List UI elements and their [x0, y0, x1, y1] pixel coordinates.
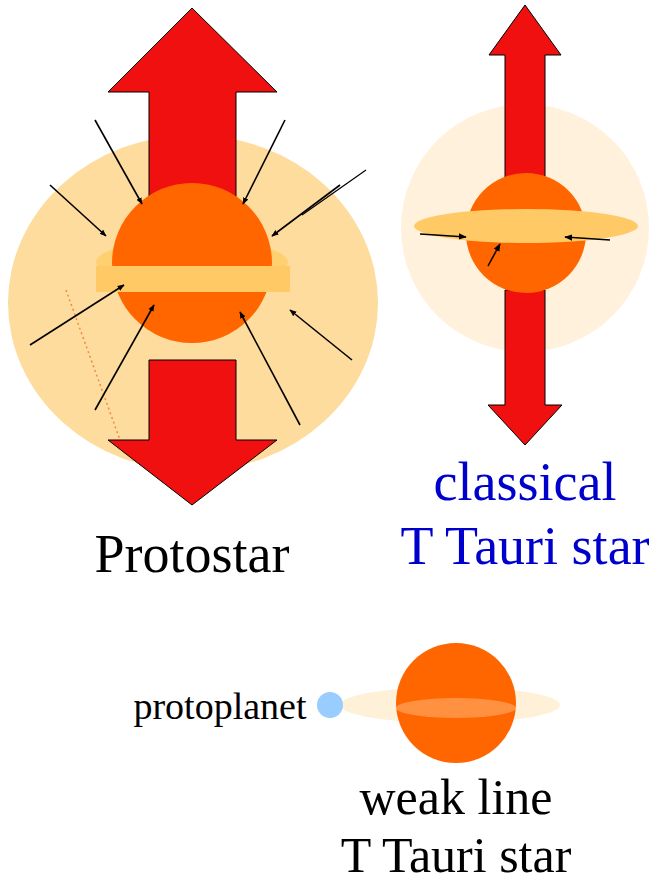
stage-label: Protostar	[95, 522, 290, 586]
accretion-arrows	[420, 234, 610, 266]
classical-ttauri-figure	[401, 5, 649, 445]
plain-line	[302, 170, 366, 215]
protostar-figure	[8, 8, 378, 505]
infall-arrows	[30, 120, 352, 425]
protoplanet-dot	[317, 692, 343, 718]
outflow-arrow	[108, 360, 277, 505]
label-line: weak line	[341, 768, 572, 826]
label-line: T Tauri star	[400, 514, 649, 578]
star-sphere	[112, 183, 272, 343]
label-line: classical	[400, 450, 649, 514]
disk-band	[96, 266, 290, 292]
jet-arrow	[488, 290, 562, 445]
dotted-line	[66, 290, 120, 440]
jet-arrow	[489, 5, 561, 180]
label-line: T Tauri star	[341, 826, 572, 884]
outflow-arrow	[108, 8, 277, 200]
stage-label: classical T Tauri star	[400, 450, 649, 578]
stage-label: weak line T Tauri star	[341, 768, 572, 884]
object-label: protoplanet	[133, 684, 306, 728]
disk	[414, 209, 638, 243]
disk-front	[396, 698, 516, 718]
star-sphere	[396, 643, 516, 763]
weak-line-ttauri-figure	[317, 643, 560, 763]
